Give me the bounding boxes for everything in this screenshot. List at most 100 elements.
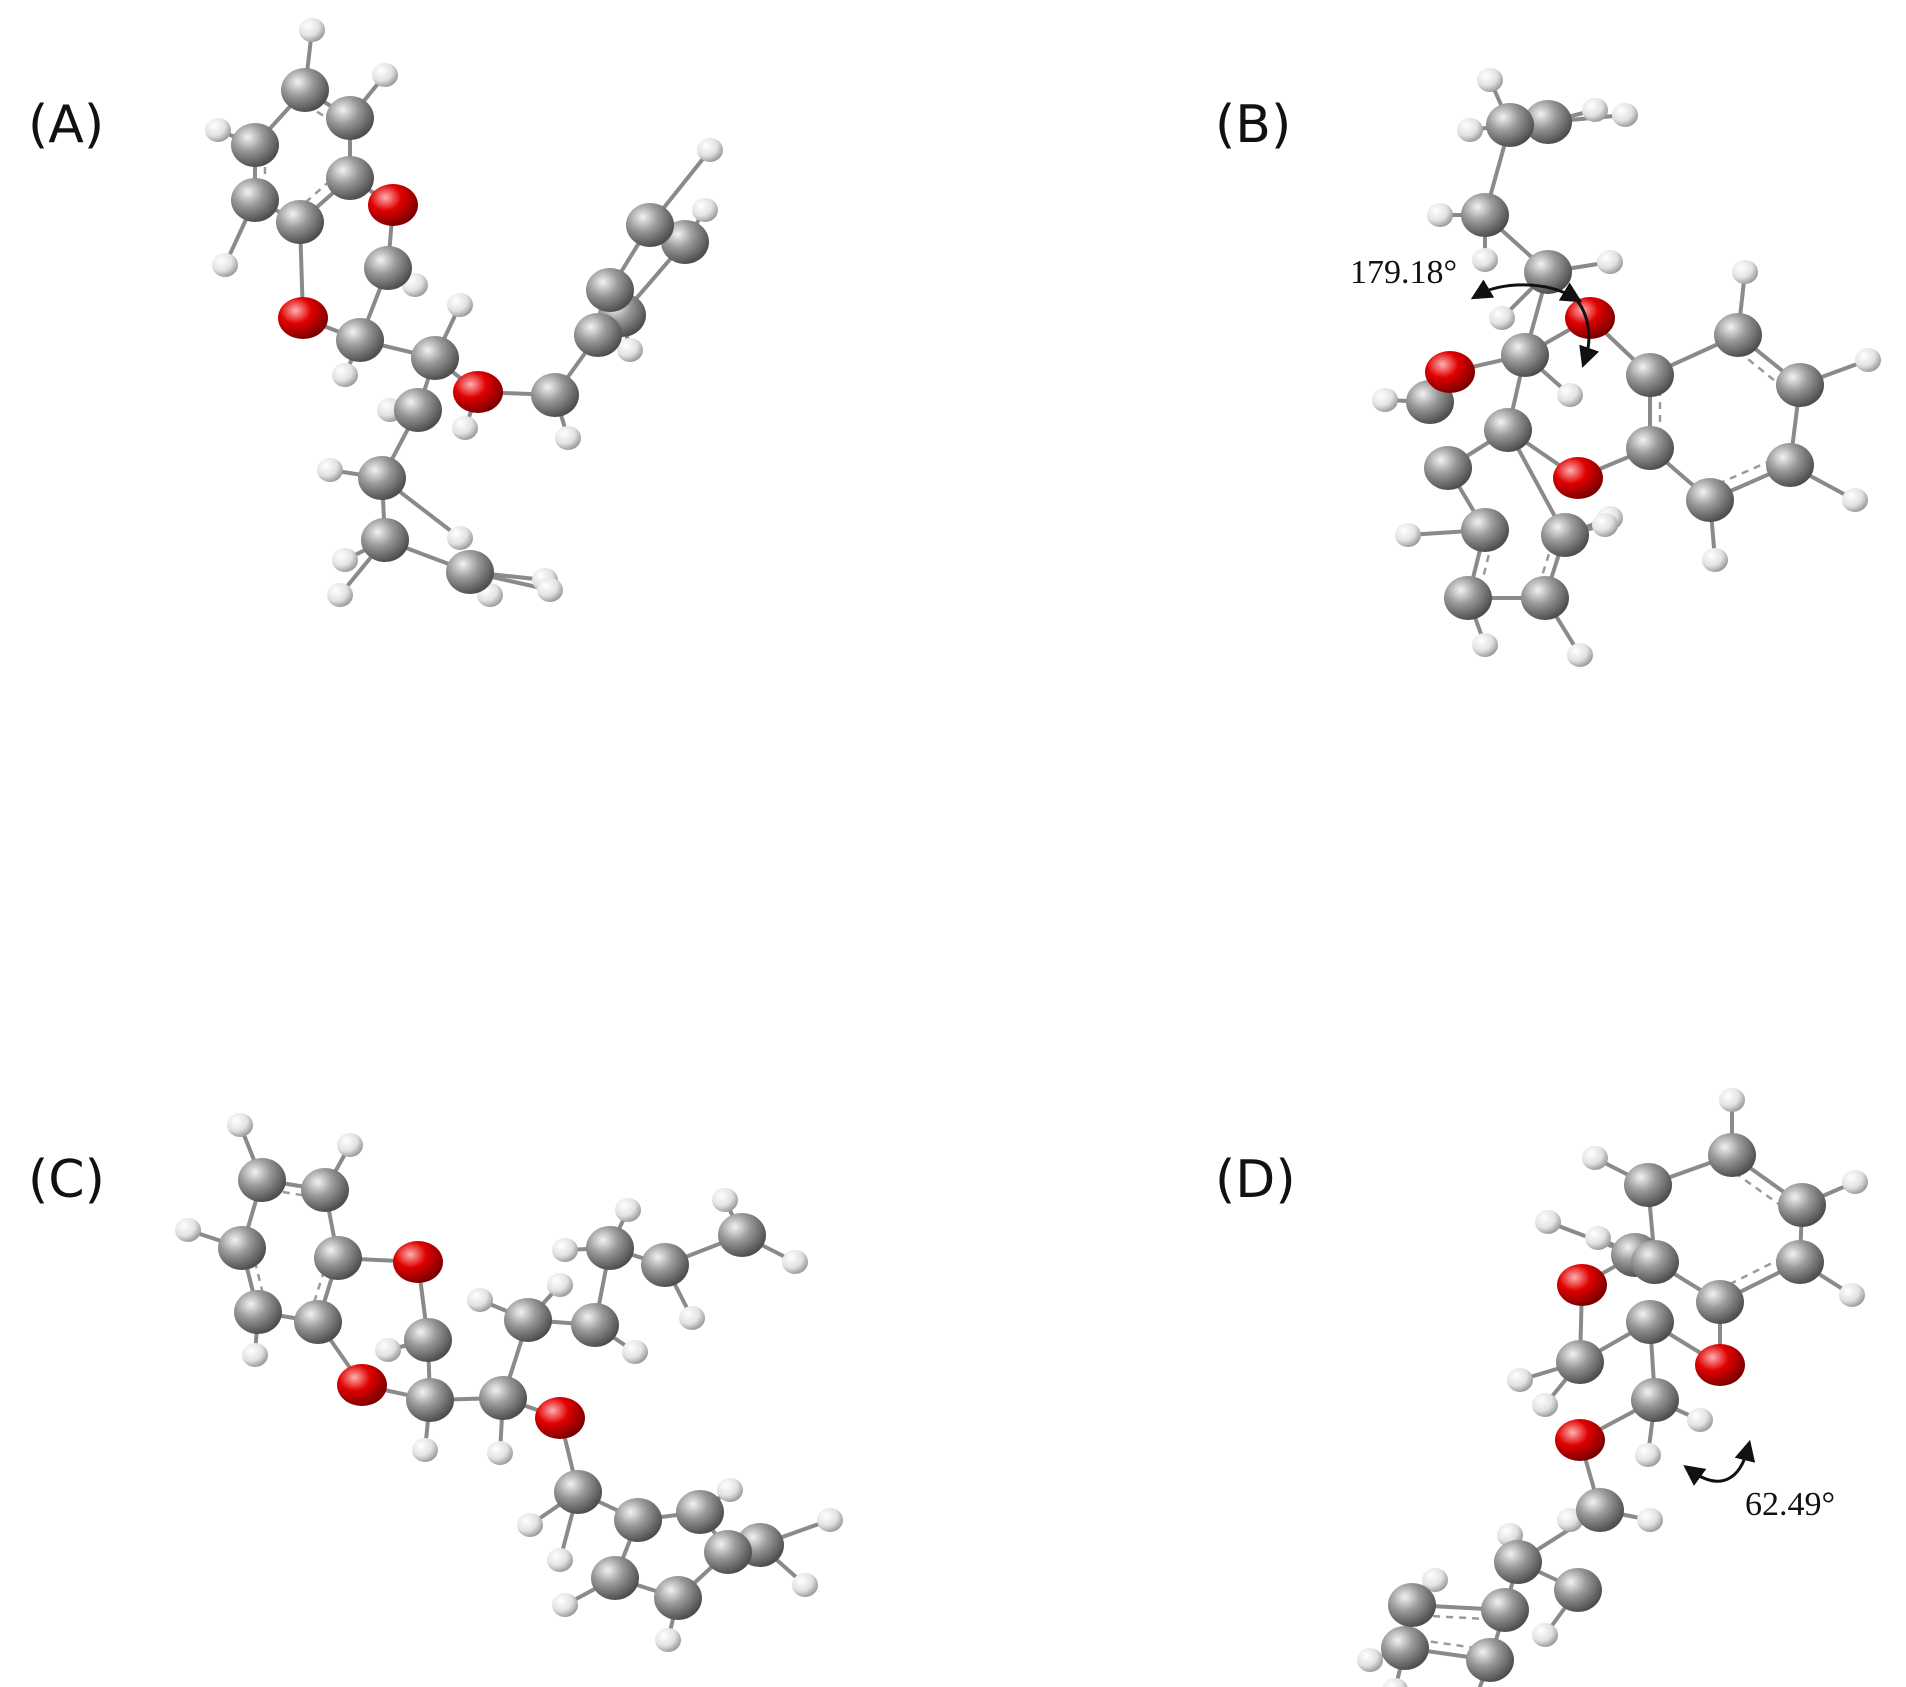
- carbon-atom: [586, 268, 634, 312]
- carbon-atom: [446, 550, 494, 594]
- hydrogen-atom: [617, 338, 643, 362]
- hydrogen-atom: [1382, 1678, 1408, 1687]
- dihedral-angle-label-b: 179.18°: [1350, 254, 1457, 291]
- hydrogen-atom: [299, 18, 325, 42]
- oxygen-atom: [1555, 1419, 1605, 1461]
- carbon-atom: [326, 96, 374, 140]
- hydrogen-atom: [552, 1238, 578, 1262]
- hydrogen-atom: [1719, 1088, 1745, 1112]
- carbon-atom: [676, 1490, 724, 1534]
- carbon-atom: [1521, 576, 1569, 620]
- dihedral-arc-arrow-b: [1470, 279, 1583, 303]
- hydrogen-atom: [1635, 1443, 1661, 1467]
- hydrogen-atom: [1702, 548, 1728, 572]
- hydrogen-atom: [1477, 68, 1503, 92]
- carbon-atom: [504, 1298, 552, 1342]
- molecule-a: [205, 18, 723, 607]
- carbon-atom: [571, 1303, 619, 1347]
- oxygen-atom: [337, 1364, 387, 1406]
- dihedral-annotation-b: 179.18°: [1350, 254, 1600, 368]
- carbon-atom: [364, 246, 412, 290]
- carbon-atom: [238, 1158, 286, 1202]
- hydrogen-atom: [555, 426, 581, 450]
- hydrogen-atom: [227, 1113, 253, 1137]
- oxygen-atom: [535, 1397, 585, 1439]
- hydrogen-atom: [412, 1438, 438, 1462]
- hydrogen-atom: [1597, 250, 1623, 274]
- hydrogen-atom: [615, 1198, 641, 1222]
- hydrogen-atom: [1732, 260, 1758, 284]
- molecule-c: [175, 1113, 843, 1652]
- hydrogen-atom: [547, 1548, 573, 1572]
- carbon-atom: [231, 178, 279, 222]
- hydrogen-atom: [817, 1508, 843, 1532]
- hydrogen-atom: [717, 1478, 743, 1502]
- hydrogen-atom: [205, 118, 231, 142]
- carbon-atom: [586, 1226, 634, 1270]
- hydrogen-atom: [327, 583, 353, 607]
- carbon-atom: [218, 1226, 266, 1270]
- carbon-atom: [1714, 313, 1762, 357]
- hydrogen-atom: [1507, 1368, 1533, 1392]
- carbon-atom: [1541, 513, 1589, 557]
- hydrogen-atom: [1427, 203, 1453, 227]
- hydrogen-atom: [1372, 388, 1398, 412]
- molecule-d: [1357, 1088, 1868, 1687]
- hydrogen-atom: [212, 253, 238, 277]
- carbon-atom: [231, 123, 279, 167]
- carbon-atom: [1524, 100, 1572, 144]
- oxygen-atom: [368, 184, 418, 226]
- hydrogen-atom: [792, 1573, 818, 1597]
- carbon-atom: [704, 1530, 752, 1574]
- carbon-atom: [1481, 1588, 1529, 1632]
- hydrogen-atom: [1489, 306, 1515, 330]
- hydrogen-atom: [1357, 1648, 1383, 1672]
- hydrogen-atom: [487, 1441, 513, 1465]
- hydrogen-atom: [1842, 1170, 1868, 1194]
- panel-label-a: (A): [28, 95, 104, 155]
- hydrogen-atom: [1422, 1568, 1448, 1592]
- carbon-atom: [1576, 1488, 1624, 1532]
- carbon-atom: [314, 1236, 362, 1280]
- carbon-atom: [1708, 1133, 1756, 1177]
- hydrogen-atom: [697, 138, 723, 162]
- hydrogen-atom: [1457, 118, 1483, 142]
- bonds: [1368, 1098, 1857, 1687]
- oxygen-atom: [1695, 1344, 1745, 1386]
- oxygen-atom: [393, 1241, 443, 1283]
- oxygen-atom: [1565, 297, 1615, 339]
- carbon-atom: [234, 1290, 282, 1334]
- panel-label-b: (B): [1215, 95, 1291, 155]
- hydrogen-atom: [1582, 98, 1608, 122]
- hydrogen-atom: [679, 1306, 705, 1330]
- carbon-atom: [1444, 576, 1492, 620]
- hydrogen-atom: [332, 363, 358, 387]
- hydrogen-atom: [1637, 1508, 1663, 1532]
- hydrogen-atom: [1395, 523, 1421, 547]
- carbon-atom: [1494, 1540, 1542, 1584]
- hydrogen-atom: [1557, 383, 1583, 407]
- oxygen-atom: [278, 297, 328, 339]
- carbon-atom: [406, 1378, 454, 1422]
- carbon-atom: [1466, 1638, 1514, 1682]
- hydrogen-atom: [1582, 1146, 1608, 1170]
- carbon-atom: [1556, 1340, 1604, 1384]
- hydrogen-atom: [447, 293, 473, 317]
- carbon-atom: [1484, 408, 1532, 452]
- hydrogen-atom: [655, 1628, 681, 1652]
- carbon-atom: [276, 200, 324, 244]
- carbon-atom: [411, 336, 459, 380]
- hydrogen-atom: [782, 1250, 808, 1274]
- hydrogen-atom: [447, 526, 473, 550]
- hydrogen-atom: [1592, 513, 1618, 537]
- hydrogen-atom: [537, 578, 563, 602]
- hydrogen-atom: [1855, 348, 1881, 372]
- carbon-atom: [1501, 333, 1549, 377]
- carbon-atom: [1686, 478, 1734, 522]
- hydrogen-atom: [242, 1343, 268, 1367]
- carbon-atom: [1696, 1280, 1744, 1324]
- carbon-atom: [301, 1168, 349, 1212]
- hydrogen-atom: [712, 1188, 738, 1212]
- carbon-atom: [1554, 1568, 1602, 1612]
